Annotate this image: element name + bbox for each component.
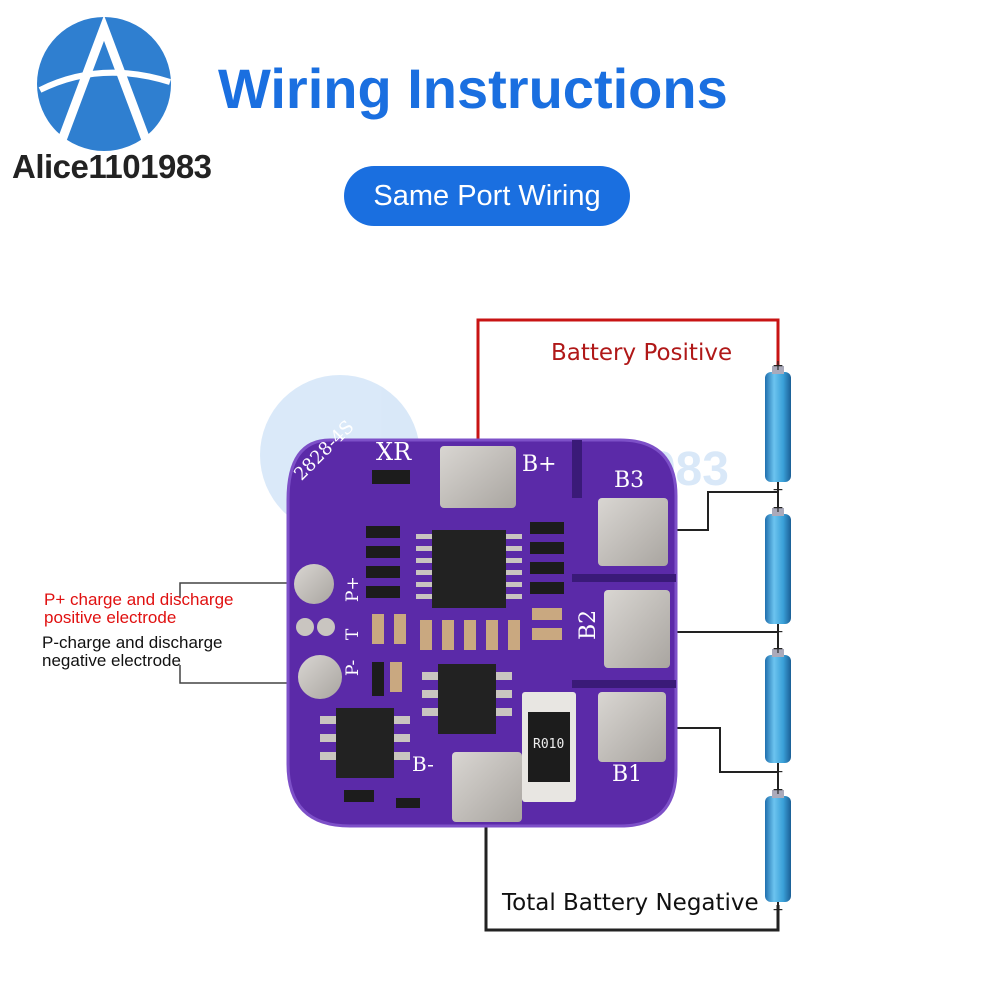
mosfet-1 bbox=[438, 664, 496, 734]
pad-p-minus bbox=[298, 655, 342, 699]
pad-b-minus-label: B- bbox=[412, 752, 434, 776]
svg-text:+: + bbox=[772, 782, 784, 798]
svg-text:+: + bbox=[772, 358, 784, 374]
pad-b-plus bbox=[440, 446, 516, 508]
shunt-resistor bbox=[528, 712, 570, 782]
battery-stack: +− +− +− +− bbox=[765, 358, 791, 918]
battery-cell bbox=[765, 366, 791, 482]
p-plus-label-line2: positive electrode bbox=[44, 608, 177, 627]
pcb-board bbox=[286, 438, 678, 828]
pad-b2-label: B2 bbox=[576, 609, 601, 640]
svg-text:+: + bbox=[772, 641, 784, 657]
total-battery-negative-label: Total Battery Negative bbox=[502, 890, 759, 916]
pad-t-label: T bbox=[343, 628, 363, 640]
shunt-resistor-label: R010 bbox=[533, 737, 565, 752]
negative-wire bbox=[484, 785, 780, 932]
battery-cell bbox=[765, 649, 791, 763]
logo-icon bbox=[37, 15, 171, 151]
p-minus-label-line2: negative electrode bbox=[42, 651, 181, 670]
p-plus-label-line1: P+ charge and discharge bbox=[44, 590, 234, 609]
p-plus-leader bbox=[179, 582, 312, 598]
positive-wire bbox=[476, 318, 780, 478]
ic-main bbox=[432, 530, 506, 608]
svg-text:−: − bbox=[772, 482, 784, 498]
pad-b3-label: B3 bbox=[614, 468, 645, 493]
logo-text: Alice1101983 bbox=[12, 148, 212, 185]
mosfet-2 bbox=[336, 708, 394, 778]
pad-b2 bbox=[604, 590, 670, 668]
p-minus-label-line1: P-charge and discharge bbox=[42, 633, 223, 652]
svg-text:+: + bbox=[772, 500, 784, 516]
svg-text:−: − bbox=[772, 624, 784, 640]
pad-b3 bbox=[598, 498, 668, 566]
battery-cell bbox=[765, 790, 791, 902]
pad-p-plus-label: P+ bbox=[343, 576, 363, 602]
pad-b1-label: B1 bbox=[612, 762, 643, 787]
pad-b1 bbox=[598, 692, 666, 762]
pad-t bbox=[296, 618, 314, 636]
svg-text:−: − bbox=[772, 902, 784, 918]
p-minus-leader bbox=[179, 665, 320, 684]
pad-b-minus bbox=[452, 752, 522, 822]
battery-positive-label: Battery Positive bbox=[551, 340, 733, 366]
page-title: Wiring Instructions bbox=[218, 57, 728, 120]
pad-b-plus-label: B+ bbox=[522, 452, 557, 477]
battery-cell bbox=[765, 508, 791, 624]
svg-text:−: − bbox=[772, 764, 784, 780]
pad-p-plus bbox=[294, 564, 334, 604]
pad-p-minus-label: P- bbox=[343, 659, 363, 676]
same-port-wiring-button[interactable]: Same Port Wiring bbox=[344, 166, 630, 226]
board-brand-label: XR bbox=[376, 438, 412, 466]
